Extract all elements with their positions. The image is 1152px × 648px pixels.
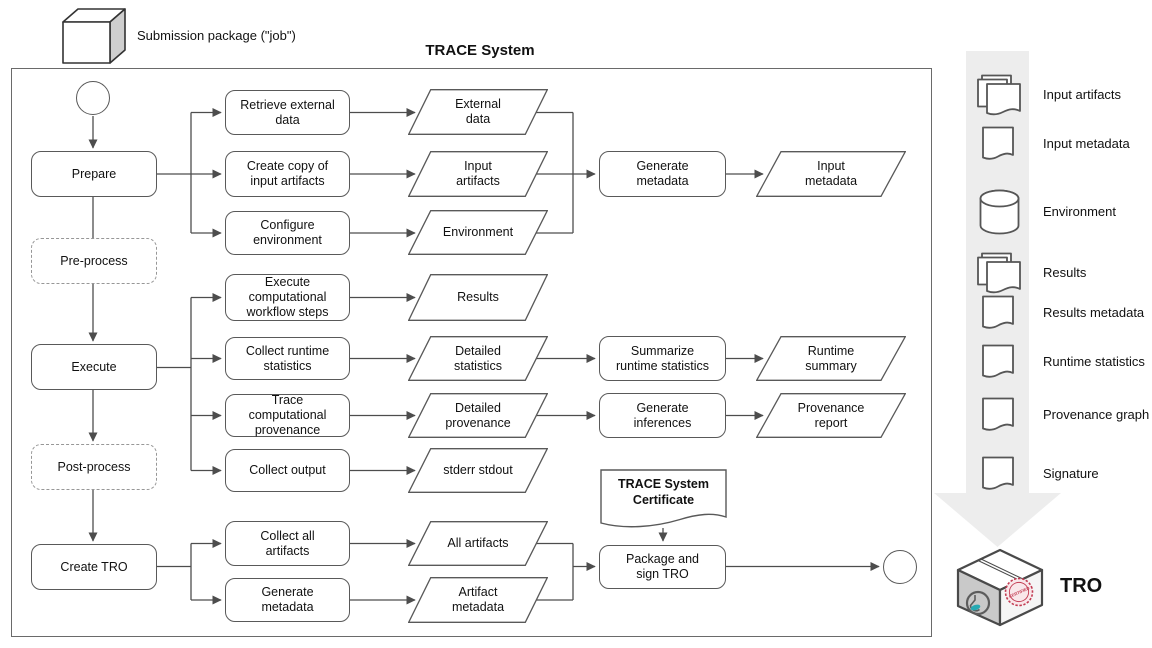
submission-package-label: Submission package ("job") [137,28,296,43]
artifact-stderr-stdout: stderr stdout [408,448,548,493]
step-generate-inferences: Generate inferences [599,393,726,438]
step-label: Create copy of input artifacts [246,159,329,188]
artifact-environment: Environment [408,210,548,255]
page-icon [982,344,1014,378]
step-retrieve-external-data: Retrieve external data [225,90,350,135]
submission-package-cube-icon [62,8,126,64]
legend-label-environment: Environment [1043,204,1116,219]
artifact-artifact-metadata: Artifact metadata [408,577,548,623]
stacked-pages-icon [977,74,1021,116]
step-label: Trace computational provenance [248,393,327,437]
artifact-detailed-provenance: Detailed provenance [408,393,548,438]
phase-create-tro: Create TRO [31,544,157,590]
legend-icon-environment [979,189,1020,240]
artifact-external-data: External data [408,89,548,135]
page-icon [982,456,1014,490]
cylinder-icon [979,189,1020,235]
step-label: Summarize runtime statistics [615,343,710,373]
legend-label-provenance-graph: Provenance graph [1043,407,1150,422]
step-label: Collect runtime statistics [245,343,330,373]
legend-label-results-metadata: Results metadata [1043,305,1145,320]
legend-label-input-metadata: Input metadata [1043,136,1130,151]
step-package-and-sign-tro: Package and sign TRO [599,545,726,589]
legend-icon-runtime-statistics [981,344,1015,386]
step-collect-runtime-statistics: Collect runtime statistics [225,337,350,380]
flask-logo-icon [965,590,991,616]
artifact-label: Provenance report [797,400,865,430]
legend-icon-provenance-graph [981,397,1015,439]
step-collect-all-artifacts: Collect all artifacts [225,521,350,566]
step-label: Retrieve external data [240,97,335,127]
artifact-label: Environment [442,225,514,240]
certificate-label: TRACE System Certificate [618,477,709,508]
step-label: Generate metadata [261,585,314,614]
step-summarize-runtime-statistics: Summarize runtime statistics [599,336,726,381]
legend-icon-signature [981,456,1015,498]
phase-prepare-label: Prepare [71,166,117,181]
phase-postprocess: Post-process [31,444,157,490]
artifact-label: Results [457,290,499,305]
step-generate-metadata: Generate metadata [599,151,726,197]
step-label: Collect all artifacts [260,528,315,558]
step-collect-output: Collect output [225,449,350,492]
step-create-copy-input-artifacts: Create copy of input artifacts [225,151,350,197]
end-node [883,550,917,584]
artifact-label: Input artifacts [456,159,500,188]
artifact-label: Detailed statistics [454,343,502,373]
artifact-all-artifacts: All artifacts [408,521,548,566]
legend-label-runtime-statistics: Runtime statistics [1043,354,1145,369]
artifact-provenance-report: Provenance report [756,393,906,438]
legend-label-input-artifacts: Input artifacts [1043,87,1122,102]
artifact-label: Runtime summary [805,343,857,373]
stacked-pages-icon [977,252,1021,294]
system-boundary [11,68,932,637]
phase-execute: Execute [31,344,157,390]
phase-preprocess: Pre-process [31,238,157,284]
artifact-input-metadata: Input metadata [756,151,906,197]
phase-postprocess-label: Post-process [57,459,131,474]
artifact-label: stderr stdout [443,463,513,478]
legend-label-signature: Signature [1043,466,1099,481]
step-label: Configure environment [253,218,322,247]
artifact-label: External data [455,97,501,126]
legend-icon-results [976,252,1022,299]
step-configure-environment: Configure environment [225,211,350,255]
step-trace-computational-provenance: Trace computational provenance [225,393,350,437]
system-title: TRACE System [425,42,535,59]
legend-icon-results-metadata [981,295,1015,337]
artifact-label: All artifacts [447,536,509,551]
artifact-detailed-statistics: Detailed statistics [408,336,548,381]
step-label: Execute computational workflow steps [246,275,329,319]
phase-create-tro-label: Create TRO [60,559,128,574]
page-icon [982,295,1014,329]
artifact-label: Input metadata [804,159,858,188]
step-label: Package and sign TRO [626,552,699,581]
artifact-label: Detailed provenance [445,400,511,430]
legend-label-results: Results [1043,265,1087,280]
phase-execute-label: Execute [71,359,117,374]
artifact-label: Artifact metadata [451,585,505,614]
step-label: Generate inferences [633,400,692,430]
step-generate-metadata-tro: Generate metadata [225,578,350,622]
tro-label: TRO [1060,575,1103,597]
start-node [76,81,110,115]
certified-stamp-icon: CERTIFIED [1004,577,1034,607]
page-icon [982,126,1014,160]
legend-icon-input-artifacts [976,74,1022,121]
artifact-results: Results [408,274,548,321]
step-label: Collect output [249,463,326,478]
phase-prepare: Prepare [31,151,157,197]
tro-package-icon: CERTIFIED [956,548,1044,627]
legend-icon-input-metadata [981,126,1015,168]
step-execute-workflow-steps: Execute computational workflow steps [225,274,350,321]
step-label: Generate metadata [636,159,689,188]
artifact-input-artifacts: Input artifacts [408,151,548,197]
artifact-runtime-summary: Runtime summary [756,336,906,381]
trace-system-certificate: TRACE System Certificate [600,469,727,531]
page-icon [982,397,1014,431]
phase-preprocess-label: Pre-process [60,253,128,268]
